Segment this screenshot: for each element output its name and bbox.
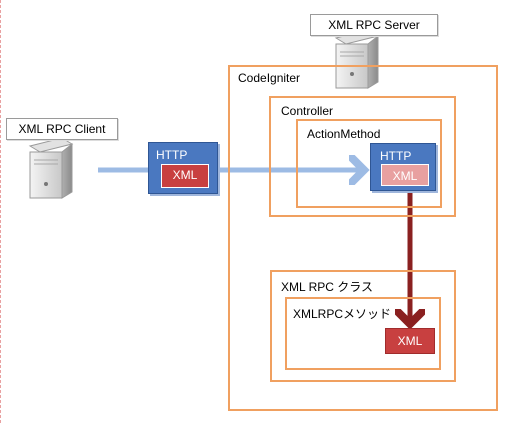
controller-frame: Controller: [269, 96, 456, 217]
client-label: XML RPC Client: [6, 118, 118, 140]
request-packet: HTTP XML: [148, 142, 218, 194]
arrived-packet-protocol: HTTP: [380, 149, 412, 163]
xmlrpc-class-label: XML RPC クラス: [281, 280, 373, 294]
controller-label: Controller: [281, 104, 334, 118]
action-method-frame: ActionMethod: [296, 119, 442, 208]
xmlrpc-method-label: XMLRPCメソッド: [293, 307, 392, 321]
action-method-label: ActionMethod: [307, 127, 381, 141]
method-payload: XML: [385, 328, 435, 354]
request-packet-payload: XML: [161, 164, 209, 188]
codeigniter-label: CodeIgniter: [238, 71, 301, 85]
arrived-packet: HTTP XML: [370, 143, 436, 191]
server-label: XML RPC Server: [310, 14, 438, 36]
codeigniter-frame: CodeIgniter: [228, 65, 498, 411]
request-packet-protocol: HTTP: [156, 148, 188, 162]
xmlrpc-class-frame: XML RPC クラス: [270, 270, 456, 382]
page-edge-guide: [0, 0, 1, 423]
arrived-packet-payload: XML: [381, 164, 429, 186]
xmlrpc-method-frame: XMLRPCメソッド: [285, 297, 441, 370]
